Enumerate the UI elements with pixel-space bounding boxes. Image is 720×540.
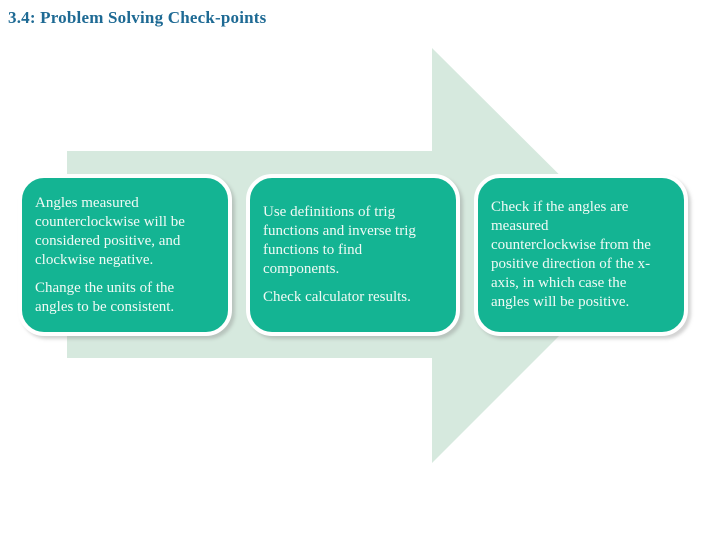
checkpoint-2-paragraph-2: Check calculator results. <box>263 289 411 305</box>
checkpoint-1-paragraph-1: Angles measured counterclockwise will be… <box>35 194 185 268</box>
checkpoint-3-paragraph-1: Check if the angles are measured counter… <box>491 199 651 310</box>
slide-title: 3.4: Problem Solving Check-points <box>8 8 267 27</box>
checkpoint-box-3: Check if the angles are measured counter… <box>474 174 688 336</box>
checkpoint-1-paragraph-2: Change the units of the angles to be con… <box>35 279 175 315</box>
checkpoint-box-1: Angles measured counterclockwise will be… <box>18 174 232 336</box>
checkpoint-2-paragraph-1: Use definitions of trig functions and in… <box>263 204 416 277</box>
checkpoint-box-2: Use definitions of trig functions and in… <box>246 174 460 336</box>
